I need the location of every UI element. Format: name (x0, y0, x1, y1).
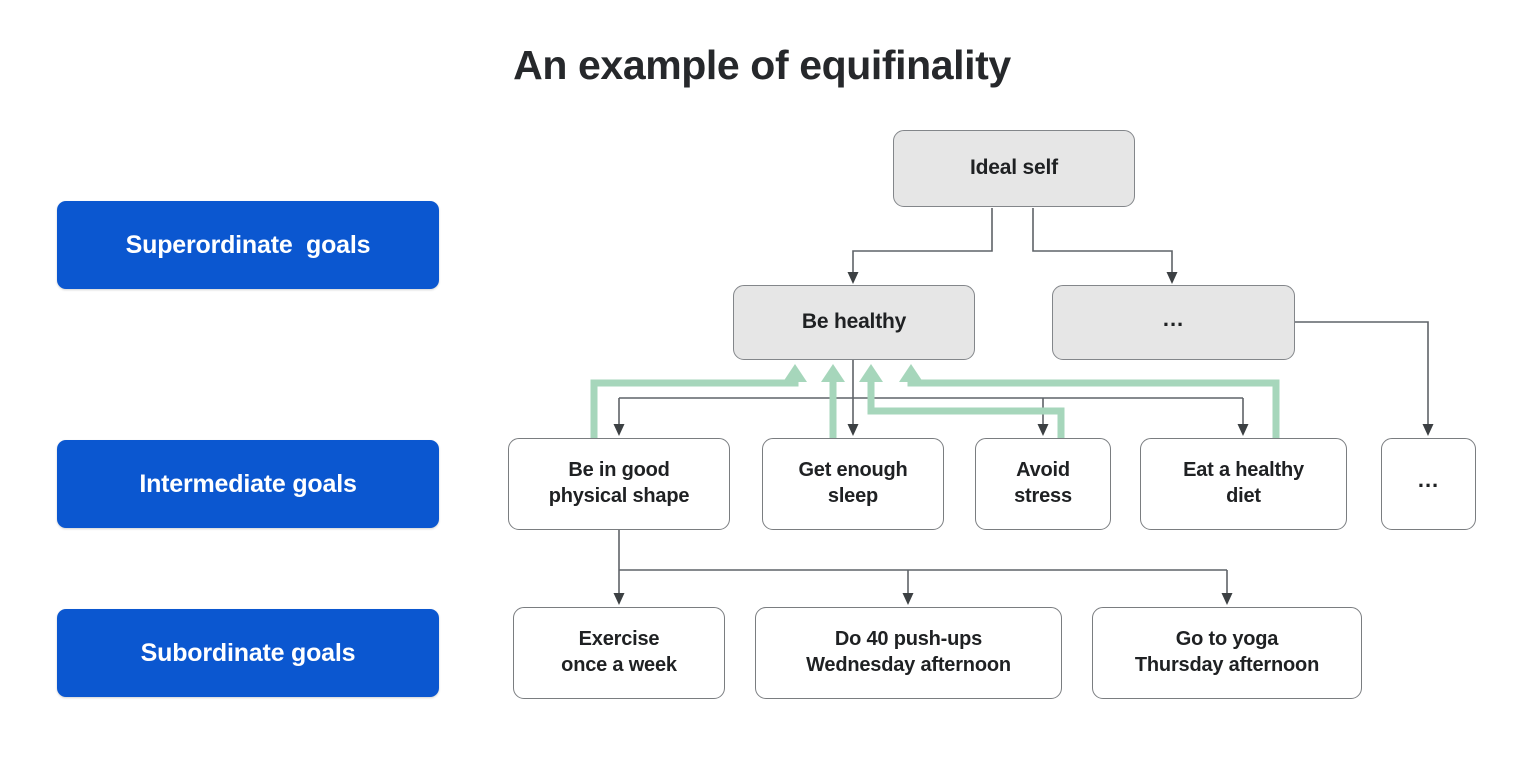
node-superordinate-more[interactable]: ... (1052, 285, 1295, 360)
node-line-2: stress (1014, 485, 1072, 507)
edge-green-avoid-stress-to-be-healthy (859, 364, 1065, 438)
edge-green-enough-sleep-to-be-healthy (821, 364, 845, 438)
row-label-subordinate-text: Subordinate goals (140, 638, 356, 667)
node-exercise-weekly-label: Exercise once a week (553, 627, 685, 678)
node-pushups-wednesday-label: Do 40 push-ups Wednesday afternoon (798, 627, 1019, 678)
node-intermediate-more[interactable]: ... (1381, 438, 1476, 530)
node-be-healthy-label: Be healthy (801, 310, 907, 334)
node-healthy-diet-label: Eat a healthy diet (1175, 458, 1312, 509)
node-good-physical-shape[interactable]: Be in good physical shape (508, 438, 730, 530)
row-label-subordinate[interactable]: Subordinate goals (57, 609, 439, 697)
node-ideal-self-label: Ideal self (970, 156, 1058, 180)
row-label-intermediate-text: Intermediate goals (139, 469, 357, 498)
node-line-1: Exercise (578, 628, 660, 651)
node-line-1: Avoid (1016, 459, 1070, 482)
node-superordinate-more-label: ... (1162, 305, 1185, 331)
node-line-1: Go to yoga (1175, 628, 1279, 651)
node-line-1: Get enough (798, 459, 908, 482)
node-ideal-self[interactable]: Ideal self (893, 130, 1135, 207)
edge-green-physical-shape-to-be-healthy (590, 364, 807, 438)
node-avoid-stress[interactable]: Avoid stress (975, 438, 1111, 530)
node-line-1: Eat a healthy (1183, 459, 1304, 482)
node-good-physical-shape-label: Be in good physical shape (541, 458, 698, 509)
edge-be-healthy-to-intermediate-goals (613, 360, 1249, 436)
node-line-2: sleep (827, 485, 879, 507)
node-exercise-weekly[interactable]: Exercise once a week (513, 607, 725, 699)
edge-ideal-self-to-superordinate-more (1032, 208, 1178, 284)
row-label-superordinate-text: Superordinate goals (125, 230, 371, 259)
node-line-1: Be in good (568, 459, 670, 482)
node-pushups-wednesday[interactable]: Do 40 push-ups Wednesday afternoon (755, 607, 1062, 699)
node-be-healthy[interactable]: Be healthy (733, 285, 975, 360)
node-yoga-thursday[interactable]: Go to yoga Thursday afternoon (1092, 607, 1362, 699)
edge-green-healthy-diet-to-be-healthy (899, 364, 1280, 438)
node-enough-sleep[interactable]: Get enough sleep (762, 438, 944, 530)
node-line-2: physical shape (548, 485, 690, 507)
node-yoga-thursday-label: Go to yoga Thursday afternoon (1127, 627, 1327, 678)
page-title-text: An example of equifinality (513, 42, 1011, 88)
node-line-2: Wednesday afternoon (806, 654, 1011, 676)
edge-superordinate-more-to-intermediate-more (1294, 321, 1434, 436)
node-avoid-stress-label: Avoid stress (1006, 458, 1080, 509)
page-title: An example of equifinality (0, 42, 1536, 89)
node-line-2: once a week (561, 654, 677, 676)
node-healthy-diet[interactable]: Eat a healthy diet (1140, 438, 1347, 530)
node-line-2: Thursday afternoon (1134, 654, 1320, 676)
edge-physical-shape-to-subordinate-goals (613, 530, 1233, 605)
row-label-intermediate[interactable]: Intermediate goals (57, 440, 439, 528)
row-label-superordinate[interactable]: Superordinate goals (57, 201, 439, 289)
node-line-1: Do 40 push-ups (834, 628, 983, 651)
edge-ideal-self-to-be-healthy (847, 208, 993, 284)
node-enough-sleep-label: Get enough sleep (790, 458, 915, 509)
node-intermediate-more-label: ... (1417, 467, 1440, 493)
node-line-2: diet (1226, 485, 1261, 507)
